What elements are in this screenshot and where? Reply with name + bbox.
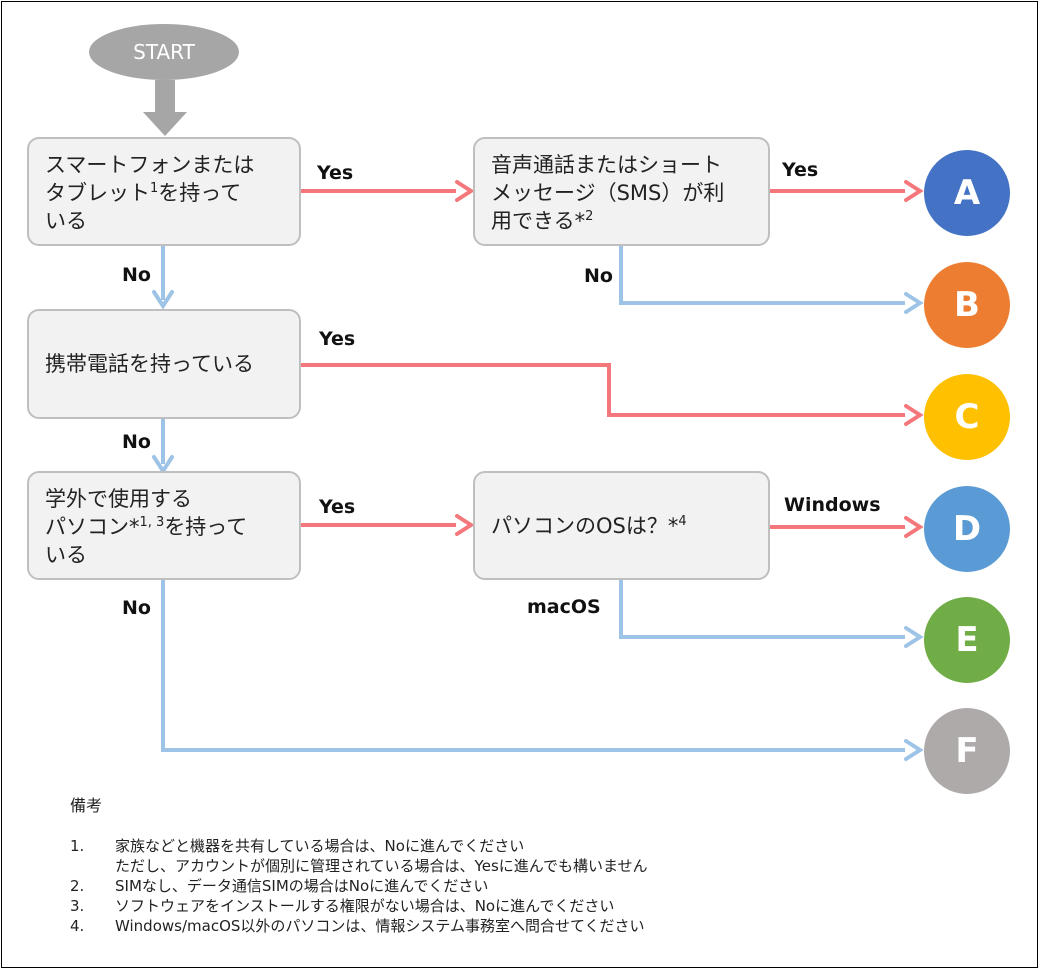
result-b: B (924, 262, 1010, 348)
arrow-no-2 (619, 246, 905, 305)
arrow-macos (619, 580, 905, 639)
note-item: 4. Windows/macOS以外のパソコンは、情報システム事務室へ問合せてく… (70, 917, 645, 935)
label-no: No (122, 597, 151, 619)
label-yes: Yes (782, 159, 819, 181)
question-pc: 学外で使用するパソコン*1, 3を持っている (27, 471, 301, 580)
note-item: 3. ソフトウェアをインストールする権限がない場合は、Noに進んでください (70, 897, 615, 915)
label-no: No (122, 431, 151, 453)
notes-title: 備考 (70, 796, 103, 815)
question-mobile-phone: 携帯電話を持っている (27, 309, 301, 419)
label-yes: Yes (319, 328, 356, 350)
result-d: D (924, 486, 1010, 572)
arrow-no-4 (161, 580, 905, 752)
notes-section: 備考 1. 家族などと機器を共有している場合は、Noに進んでください ただし、ア… (70, 792, 648, 936)
result-f: F (924, 708, 1010, 794)
question-smartphone: スマートフォンまたはタブレット1を持っている (27, 137, 301, 246)
result-e: E (924, 597, 1010, 683)
question-text: 携帯電話を持っている (45, 352, 254, 376)
label-no: No (122, 264, 151, 286)
question-text: 音声通話またはショートメッセージ（SMS）が利用できる*2 (491, 153, 725, 233)
result-a: A (924, 150, 1010, 236)
question-os: パソコンのOSは？*4 (473, 471, 770, 580)
label-no: No (584, 265, 613, 287)
result-c: C (924, 374, 1010, 460)
question-voice-sms: 音声通話またはショートメッセージ（SMS）が利用できる*2 (473, 137, 770, 246)
start-node: START (89, 24, 239, 80)
label-windows: Windows (784, 494, 881, 516)
label-yes: Yes (317, 162, 354, 184)
question-text: 学外で使用するパソコン*1, 3を持っている (45, 487, 248, 567)
question-text: スマートフォンまたはタブレット1を持っている (45, 153, 255, 233)
question-text: パソコンのOSは？*4 (491, 513, 687, 538)
note-item: 2. SIMなし、データ通信SIMの場合はNoに進んでください (70, 877, 489, 895)
note-item: 1. 家族などと機器を共有している場合は、Noに進んでください ただし、アカウン… (70, 837, 648, 875)
label-yes: Yes (319, 496, 356, 518)
start-arrow (143, 80, 187, 136)
arrow-yes-3 (301, 363, 905, 417)
label-macos: macOS (527, 596, 601, 618)
